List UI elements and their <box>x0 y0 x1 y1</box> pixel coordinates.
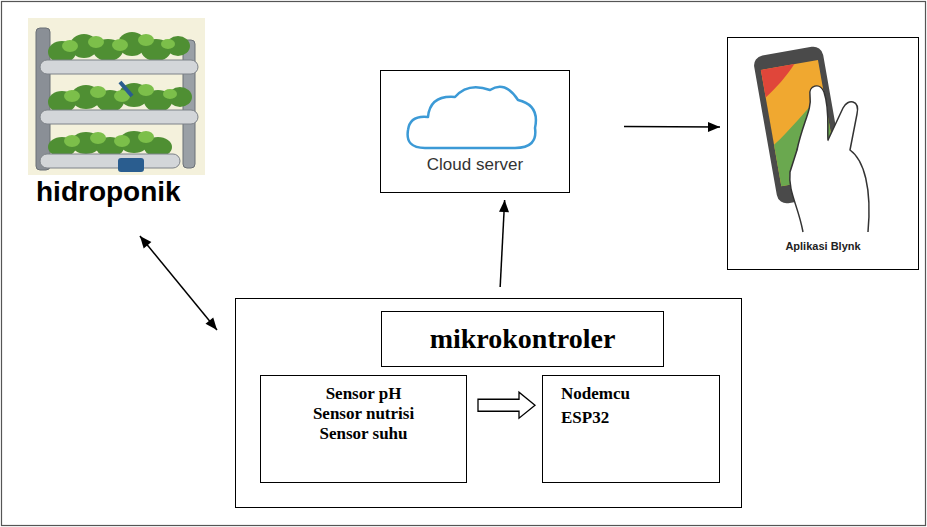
arrow-head <box>499 200 509 212</box>
arrow-head <box>206 317 217 329</box>
cloud-box: Cloud server <box>380 70 570 193</box>
process-box: Nodemcu ESP32 <box>542 375 720 483</box>
connector-line <box>140 236 217 330</box>
block-arrow <box>478 392 535 418</box>
phone-hand-illustration <box>753 45 870 232</box>
hollow-arrow <box>478 392 535 418</box>
arrow-connector <box>140 236 217 330</box>
arrow-connector <box>624 122 720 132</box>
box-label: Nodemcu ESP32 <box>543 376 661 430</box>
arrow-connector <box>499 200 509 287</box>
node-label: hidroponik <box>36 176 181 208</box>
group-title: mikrokontroler <box>381 311 664 367</box>
cloud-icon <box>408 87 536 148</box>
group-box: mikrokontrolerSensor pH Sensor nutrisi S… <box>235 298 742 508</box>
connector-line <box>624 126 720 128</box>
process-box: Sensor pH Sensor nutrisi Sensor suhu <box>260 375 467 483</box>
box-label: Sensor pH Sensor nutrisi Sensor suhu <box>306 376 421 444</box>
box-label: Aplikasi Blynk <box>728 240 918 252</box>
illustration-node: hidroponik <box>28 15 213 230</box>
app-box: Aplikasi Blynk <box>727 37 919 270</box>
arrow-head <box>140 236 151 248</box>
box-label: Cloud server <box>381 155 569 175</box>
connector-line <box>500 200 504 287</box>
arrow-head <box>708 122 720 132</box>
hydroponic-illustration <box>28 18 205 175</box>
